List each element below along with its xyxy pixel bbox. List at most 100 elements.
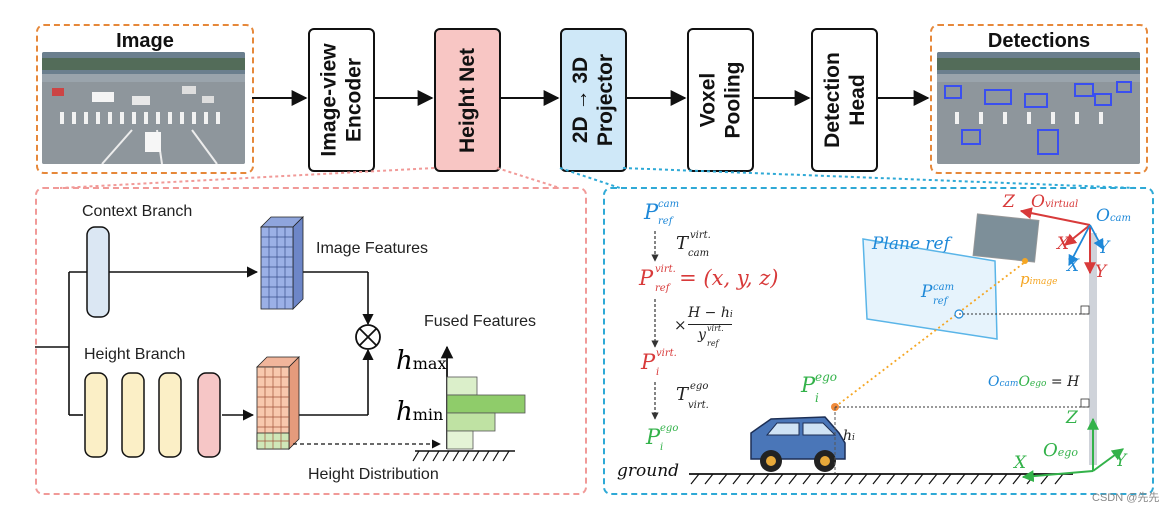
p-ref-cam-sub: ref xyxy=(658,216,673,227)
o-virtual-base: O xyxy=(1031,192,1045,212)
p-ref-cam: P xyxy=(644,200,658,224)
projector-panel xyxy=(603,187,1154,495)
height-eq-o1: O xyxy=(988,374,1000,390)
height-block-1 xyxy=(84,372,108,458)
axis-x-cam: X xyxy=(1067,256,1080,276)
height-eq-rhs: = H xyxy=(1050,374,1080,390)
projector-diagram xyxy=(651,207,1124,485)
stage-height-net: Height Net xyxy=(434,28,501,172)
o-virtual-sub: virtual xyxy=(1044,199,1079,210)
scale-times: × xyxy=(674,316,687,334)
p-i-virt-sup: virt. xyxy=(656,348,677,359)
output-detections-image xyxy=(937,52,1140,164)
axis-y-cam: Y xyxy=(1098,238,1110,258)
height-block-2 xyxy=(121,372,145,458)
o-cam-label: Ocam xyxy=(1096,206,1131,226)
p-i-ego-sub: i xyxy=(660,442,664,453)
scale-numerator-text: H − h xyxy=(688,305,730,321)
o-cam-base: O xyxy=(1096,206,1110,226)
p-ref-virt-sub: ref xyxy=(655,283,670,294)
detections-frame xyxy=(930,24,1148,174)
o-ego-sub: ego xyxy=(1057,446,1078,459)
h-max-label: hmax xyxy=(396,346,446,376)
watermark: CSDN @先先 xyxy=(1092,492,1160,504)
height-block-4 xyxy=(197,372,221,458)
o-virtual-label: Ovirtual xyxy=(1031,192,1078,212)
p-i-ego-scene: P xyxy=(801,373,815,397)
plane-ref-label: Plane ref xyxy=(872,234,950,254)
t-virt-ego-base: T xyxy=(676,384,689,405)
height-distribution-label: Height Distribution xyxy=(308,466,439,483)
p-i-virt: P xyxy=(641,350,655,374)
h-max-sub: max xyxy=(412,354,447,373)
scene-p-ego-sup: ego xyxy=(815,370,838,384)
p-ref-virt-eq: P = (x, y, z) xyxy=(639,266,778,290)
t-cam-virt-sup: virt. xyxy=(690,230,711,241)
t-cam-virt-base: T xyxy=(676,233,689,254)
t-cam-virt: T xyxy=(676,233,688,254)
p-ref-virt-base: P xyxy=(639,266,654,290)
context-branch-label: Context Branch xyxy=(82,203,193,220)
p-ref-virt-sup: virt. xyxy=(655,264,676,275)
height-eq-sub2: ego xyxy=(1029,379,1047,389)
scene-p-ego-base: P xyxy=(801,373,816,397)
plane-p-sub: ref xyxy=(933,296,948,307)
height-eq-o2: O xyxy=(1018,374,1030,390)
axis-z-virtual: Z xyxy=(1003,192,1015,212)
axis-y-virtual: Y xyxy=(1095,262,1107,282)
p-i-virt-sub: i xyxy=(656,367,660,378)
p-i-ego: P xyxy=(646,425,660,449)
ground-label: ground xyxy=(617,461,680,481)
t-virt-ego-sup: ego xyxy=(690,381,709,392)
input-traffic-image xyxy=(42,52,245,164)
scene-p-ego-sub: i xyxy=(815,391,819,405)
scale-denominator-sub: ref xyxy=(707,339,719,348)
h-min-label: hmin xyxy=(396,397,443,427)
scale-numerator-sub: i xyxy=(729,310,733,320)
image-title: Image xyxy=(116,30,174,52)
p-i-ego-sup: ego xyxy=(660,423,679,434)
detections-title: Detections xyxy=(987,30,1091,52)
height-eq-label: OcamOego = H xyxy=(988,374,1079,390)
t-cam-virt-sub: cam xyxy=(688,248,710,259)
t-virt-ego-sub: virt. xyxy=(688,400,709,411)
fused-features-label: Fused Features xyxy=(424,313,537,330)
plane-p-sup: cam xyxy=(933,282,955,293)
scale-denominator-text: y xyxy=(698,327,706,343)
scale-numerator: H − hi xyxy=(688,305,733,321)
axis-y-ego: Y xyxy=(1115,451,1127,471)
height-features-cube xyxy=(256,356,300,450)
h-i-base: h xyxy=(843,428,853,444)
p-ref-cam-sup: cam xyxy=(658,199,680,210)
p-image-sub: image xyxy=(1029,277,1058,287)
p-image-base: p xyxy=(1020,270,1030,288)
h-min-base: h xyxy=(396,397,413,427)
t-virt-ego: T xyxy=(676,384,688,405)
p-ref-cam-base: P xyxy=(644,200,659,224)
p-i-ego-base: P xyxy=(646,425,661,449)
fusion-multiply-icon xyxy=(355,324,381,350)
scale-denominator-sup: virt. xyxy=(707,324,724,333)
axis-x-ego: X xyxy=(1014,453,1027,473)
axis-z-ego: Z xyxy=(1066,408,1078,428)
axis-x-virtual: X xyxy=(1057,234,1070,254)
plane-p-base: P xyxy=(921,282,933,302)
h-max-base: h xyxy=(396,346,413,376)
p-image-label: pimage xyxy=(1020,270,1057,288)
p-ref-virt-rhs: = (x, y, z) xyxy=(679,266,779,290)
height-net-diagram xyxy=(35,216,526,462)
height-net-panel xyxy=(35,187,587,495)
o-ego-label: Oego xyxy=(1043,440,1078,461)
camera-pole xyxy=(1089,233,1097,465)
scale-denominator: y xyxy=(698,327,706,343)
image-features-cube xyxy=(260,216,304,310)
o-cam-sub: cam xyxy=(1109,213,1131,224)
image-features-label: Image Features xyxy=(316,240,429,257)
height-block-3 xyxy=(158,372,182,458)
h-i-sub: i xyxy=(852,433,855,443)
p-ref-cam-in-plane: P xyxy=(921,282,932,302)
